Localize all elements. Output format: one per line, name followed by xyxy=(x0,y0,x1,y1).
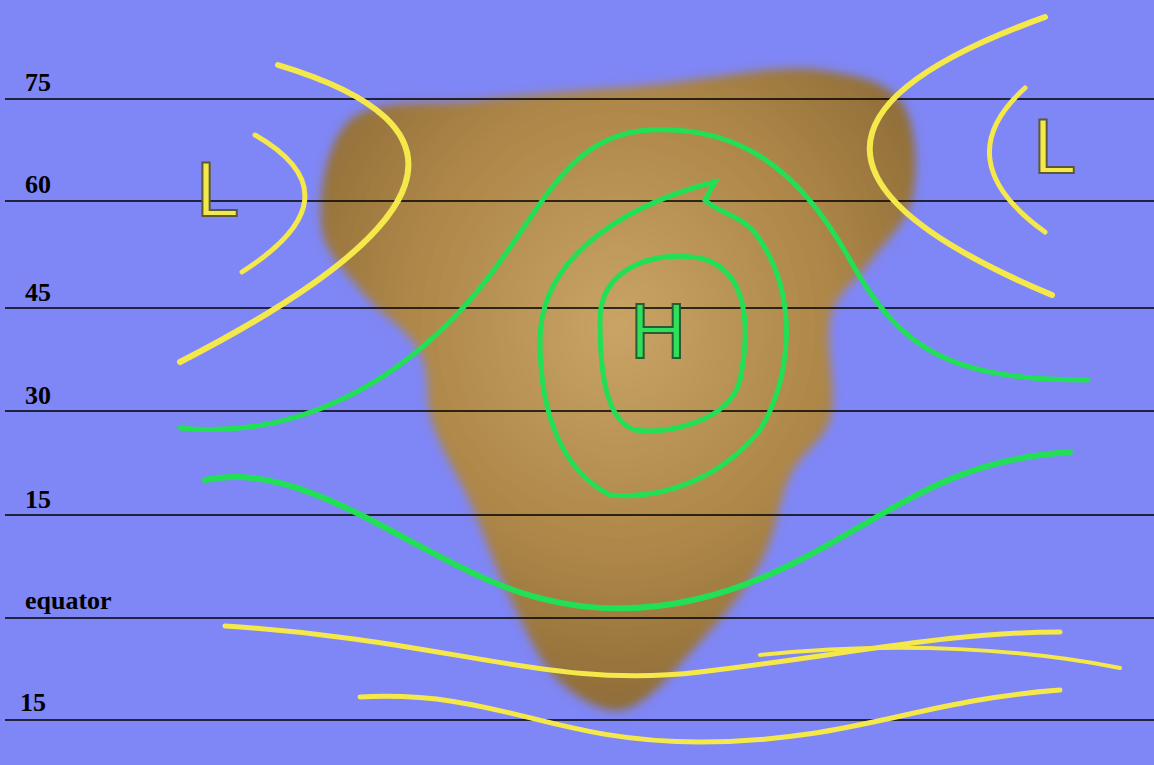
latitude-label: 15 xyxy=(20,690,46,716)
latitude-label: 45 xyxy=(25,280,51,306)
latitude-label: 75 xyxy=(25,70,51,96)
latitude-label: 30 xyxy=(25,383,51,409)
high-pressure-isobars xyxy=(180,130,1088,609)
low-pressure-isobars xyxy=(180,17,1120,742)
low-pressure-symbol: L xyxy=(1033,107,1076,185)
latitude-label: 15 xyxy=(25,487,51,513)
high-pressure-symbol: H xyxy=(630,292,686,370)
low-pressure-symbol: L xyxy=(196,150,239,228)
latitude-label: 60 xyxy=(25,172,51,198)
equator-label: equator xyxy=(25,588,112,614)
latitude-lines xyxy=(5,99,1154,720)
